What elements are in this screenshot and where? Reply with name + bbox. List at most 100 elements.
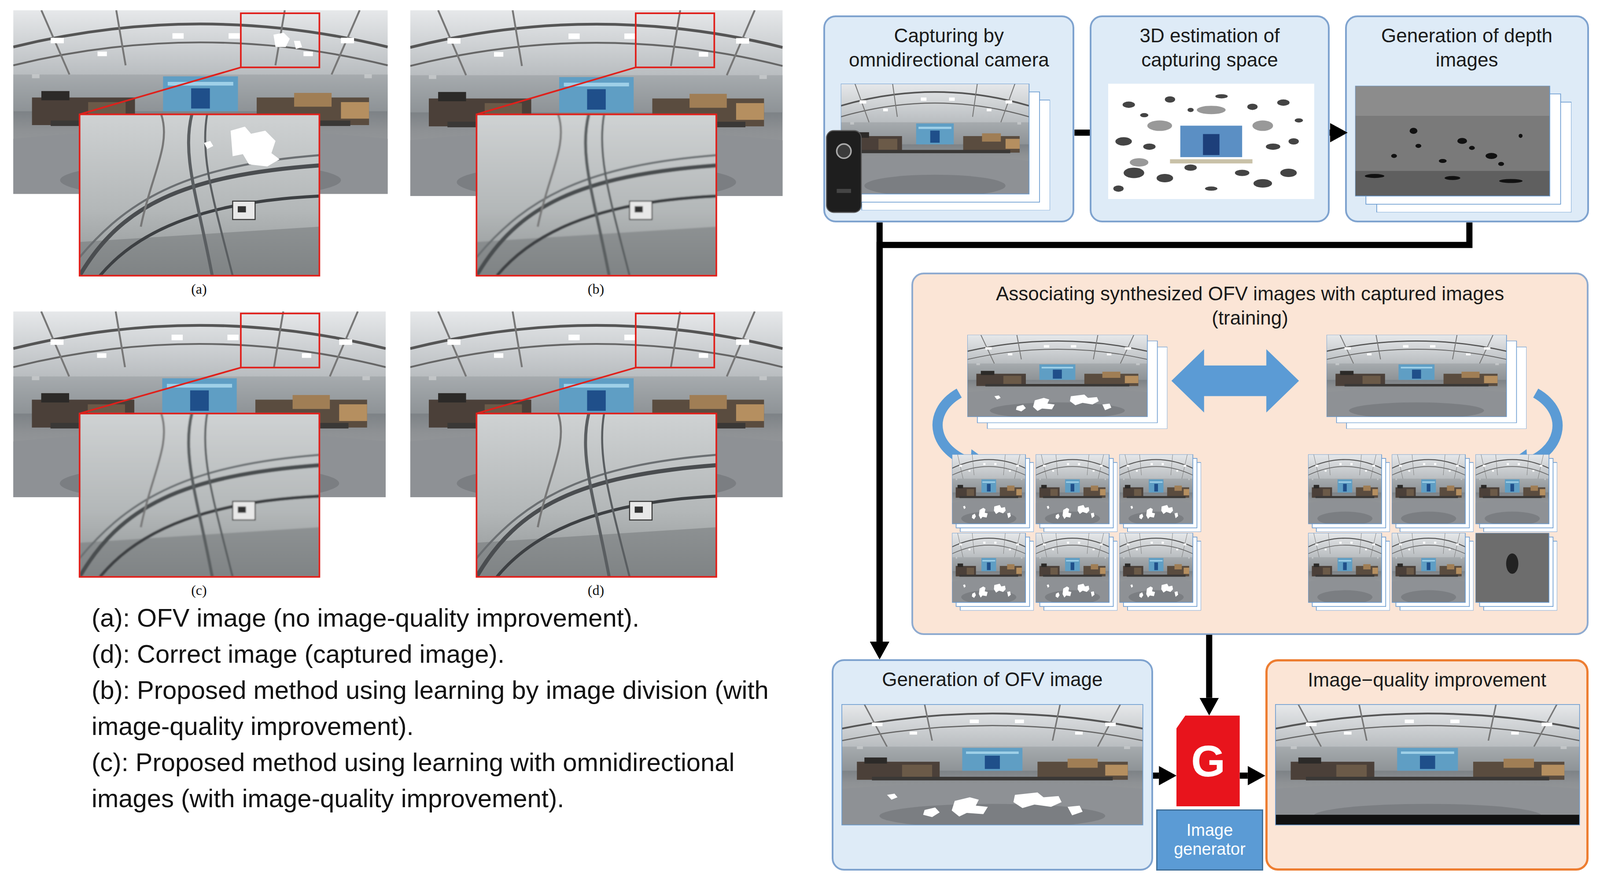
result-image-c bbox=[79, 413, 320, 577]
result-image-d bbox=[476, 413, 717, 577]
result-image-a bbox=[204, 140, 214, 150]
training-illustration bbox=[1308, 454, 1390, 532]
result-image-c bbox=[13, 311, 386, 502]
training-box: Associating synthesized OFV images with … bbox=[911, 272, 1589, 635]
result-image-a bbox=[273, 32, 303, 49]
node-text: G bbox=[1190, 738, 1226, 783]
point-cloud-image bbox=[1108, 83, 1315, 200]
result-image-d bbox=[635, 313, 715, 368]
node-text: Image generator bbox=[1157, 820, 1262, 859]
caption-line: (d): Correct image (captured image). bbox=[91, 635, 770, 672]
training-illustration bbox=[951, 454, 1034, 532]
panel-label: (b) bbox=[587, 280, 605, 297]
process-box: Generation of OFV image bbox=[831, 659, 1154, 871]
result-image-c bbox=[79, 367, 241, 414]
connector bbox=[876, 222, 883, 642]
captured-images bbox=[836, 188, 851, 193]
result-image-d bbox=[410, 311, 783, 502]
captured-images bbox=[840, 83, 1051, 211]
depth-images bbox=[1355, 85, 1572, 213]
result-image-a bbox=[293, 40, 303, 50]
training-illustration bbox=[1326, 334, 1527, 429]
node-text: Associating synthesized OFV images with … bbox=[913, 274, 1588, 330]
caption-line: (a): OFV image (no image-quality improve… bbox=[91, 599, 770, 636]
ofv-image bbox=[841, 704, 1143, 826]
generator-label-box: Image generator bbox=[1156, 809, 1264, 871]
result-image-b bbox=[410, 10, 783, 276]
result-image-b bbox=[476, 114, 717, 276]
training-illustration bbox=[1119, 532, 1201, 611]
depth-images bbox=[1355, 85, 1572, 213]
result-image-d bbox=[476, 367, 636, 414]
panel-label: (a) bbox=[191, 280, 207, 297]
caption-line: (b): Proposed method using learning by i… bbox=[91, 671, 770, 745]
result-image-b bbox=[476, 67, 636, 115]
point-cloud-image bbox=[1108, 83, 1315, 200]
result-image-d bbox=[410, 311, 783, 577]
process-box: Image−quality improvement bbox=[1265, 659, 1589, 871]
ofv-image bbox=[841, 704, 1143, 828]
training-illustration bbox=[1035, 454, 1118, 532]
panel-label: (c) bbox=[191, 581, 207, 598]
panel-label: (d) bbox=[587, 581, 605, 598]
improved-image bbox=[1275, 704, 1580, 826]
process-box: Capturing by omnidirectional camera bbox=[823, 15, 1075, 223]
node-text: Generation of OFV image bbox=[833, 660, 1152, 692]
connector bbox=[1074, 129, 1090, 136]
captured-images bbox=[826, 83, 1051, 213]
training-illustration bbox=[1119, 454, 1201, 532]
result-image-d bbox=[476, 413, 717, 577]
result-image-b bbox=[410, 10, 783, 201]
process-box: 3D estimation of capturing space bbox=[1089, 15, 1330, 223]
training-illustration bbox=[937, 334, 1558, 611]
training-illustration bbox=[1391, 532, 1474, 611]
result-image-b bbox=[635, 13, 715, 68]
result-image-a bbox=[273, 32, 290, 47]
connector bbox=[1205, 634, 1213, 698]
training-illustration bbox=[969, 449, 998, 482]
caption-column: (a): OFV image (no image-quality improve… bbox=[91, 599, 770, 817]
result-image-c bbox=[13, 311, 386, 577]
connector bbox=[879, 222, 1470, 642]
result-image-a bbox=[230, 126, 280, 167]
result-image-c bbox=[79, 413, 320, 577]
improved-image bbox=[1275, 704, 1580, 828]
improved-image bbox=[1275, 704, 1580, 828]
ofv-image bbox=[887, 792, 1083, 818]
result-image-a bbox=[13, 10, 388, 199]
connector bbox=[1153, 772, 1159, 779]
result-image-a bbox=[79, 67, 241, 115]
training-illustration bbox=[967, 334, 1168, 429]
node-text: Generation of depth images bbox=[1346, 17, 1588, 72]
training-illustration bbox=[951, 532, 1034, 611]
result-image-b bbox=[476, 114, 717, 276]
training-illustration bbox=[1035, 532, 1118, 611]
training-illustration bbox=[1475, 532, 1557, 611]
training-illustration bbox=[1475, 454, 1557, 532]
training-illustration bbox=[1308, 532, 1390, 611]
node-text: Capturing by omnidirectional camera bbox=[825, 17, 1073, 72]
result-image-a bbox=[79, 114, 320, 276]
connector bbox=[1329, 129, 1331, 136]
node-text: Image−quality improvement bbox=[1267, 661, 1587, 692]
training-illustration bbox=[1520, 393, 1558, 465]
connector bbox=[1239, 772, 1248, 779]
captured-images bbox=[836, 143, 851, 159]
improved-image bbox=[1275, 814, 1580, 825]
result-image-a bbox=[79, 114, 320, 276]
captured-images bbox=[826, 130, 862, 213]
training-illustration bbox=[1391, 454, 1474, 532]
result-image-a bbox=[240, 13, 320, 68]
ofv-image bbox=[841, 704, 1143, 828]
process-box: Generation of depth images bbox=[1345, 15, 1589, 223]
generator-symbol: G bbox=[1176, 715, 1240, 807]
training-illustration bbox=[1500, 449, 1529, 482]
result-image-c bbox=[240, 313, 320, 368]
node-text: 3D estimation of capturing space bbox=[1091, 17, 1328, 72]
caption-line: (c): Proposed method using learning with… bbox=[91, 744, 770, 817]
training-illustration bbox=[1171, 349, 1300, 413]
training-illustration bbox=[937, 393, 978, 465]
